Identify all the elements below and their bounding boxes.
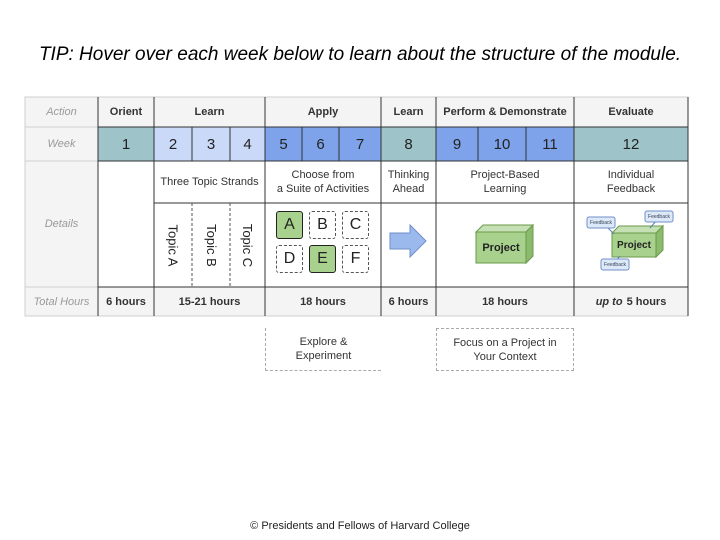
apply-details: Choose from a Suite of Activities (265, 161, 381, 203)
topic-b-label: Topic B (203, 223, 219, 267)
apply-details-line1: Choose from (291, 169, 355, 181)
week-cell-11 (526, 127, 574, 161)
hours-apply: 18 hours (300, 295, 346, 308)
evaluate-details-line2: Feedback (606, 183, 656, 195)
phase-orient: Orient (109, 106, 143, 118)
feedback-bubble-label: Feedback (648, 213, 670, 220)
week-cell-4 (230, 127, 265, 161)
week-10[interactable]: 10 (493, 135, 511, 153)
perform-details-line1: Project-Based (470, 169, 540, 181)
row-label-details: Details (44, 218, 79, 230)
evaluate-details: Individual Feedback (574, 161, 688, 203)
week-12[interactable]: 12 (622, 135, 640, 153)
copyright: © Presidents and Fellows of Harvard Coll… (250, 520, 470, 532)
hours-learn: 15-21 hours (178, 295, 241, 308)
week-4[interactable]: 4 (243, 135, 252, 153)
perform-details-line2: Learning (483, 183, 527, 195)
topic-a-label: Topic A (165, 224, 181, 266)
phase-learn-2: Learn (393, 106, 424, 118)
feedback-project-icon (586, 210, 674, 271)
feedback-bubble-icon (586, 216, 616, 229)
week-cell-3 (192, 127, 230, 161)
activity-e: E (309, 245, 336, 273)
activity-d: D (276, 245, 303, 273)
week-9[interactable]: 9 (452, 135, 462, 153)
week-2[interactable]: 2 (168, 135, 178, 153)
hours-evaluate-prefix: up to (595, 295, 623, 308)
project-box-icon (474, 223, 535, 265)
week-cell-8 (381, 127, 436, 161)
focus-line1: Focus on a Project in (453, 336, 557, 349)
apply-details-line2: a Suite of Activities (276, 183, 370, 195)
row-label-week: Week (47, 138, 76, 150)
week-8[interactable]: 8 (404, 135, 413, 153)
activity-a: A (276, 211, 303, 239)
week-cell-10 (478, 127, 526, 161)
week-cell-7 (339, 127, 381, 161)
topic-a: Topic A (154, 203, 192, 287)
right-arrow-icon (389, 223, 427, 259)
phase-evaluate: Evaluate (608, 106, 654, 118)
week-6[interactable]: 6 (316, 135, 325, 153)
perform-details: Project-Based Learning (436, 161, 574, 203)
activity-b: B (309, 211, 336, 239)
topic-c: Topic C (230, 203, 265, 287)
week-cell-12 (574, 127, 688, 161)
action-row-bg (98, 97, 688, 127)
phase-apply: Apply (307, 106, 339, 118)
row-label-column-bg (25, 97, 98, 316)
week-7[interactable]: 7 (355, 135, 365, 153)
week-cell-2 (154, 127, 192, 161)
learn-details: Three Topic Strands (160, 176, 259, 188)
hours-orient: 6 hours (106, 295, 146, 308)
activity-c: C (342, 211, 369, 239)
week-cell-5 (265, 127, 302, 161)
row-label-total-hours: Total Hours (33, 295, 90, 308)
thinking-ahead-details: Thinking Ahead (381, 161, 436, 203)
topic-b: Topic B (192, 203, 230, 287)
focus-project-box: Focus on a Project in Your Context (436, 328, 574, 371)
thinking-ahead-line2: Ahead (392, 183, 425, 195)
week-cell-1 (98, 127, 154, 161)
row-label-action: Action (46, 106, 77, 118)
feedback-bubble-label: Feedback (590, 219, 612, 226)
topic-c-label: Topic C (240, 223, 256, 267)
thinking-ahead-line1: Thinking (387, 169, 430, 181)
project-label: Project (482, 241, 520, 254)
phase-learn: Learn (194, 106, 225, 118)
feedback-bubble-icon (644, 210, 674, 223)
explore-line2: Experiment (295, 350, 352, 362)
hours-perform: 18 hours (482, 295, 528, 308)
week-5[interactable]: 5 (279, 135, 288, 153)
week-1[interactable]: 1 (121, 135, 131, 153)
hours-learn-2: 6 hours (388, 295, 429, 308)
phase-perform-demonstrate: Perform & Demonstrate (443, 106, 567, 118)
evaluate-details-line1: Individual (607, 169, 655, 181)
week-3[interactable]: 3 (206, 135, 216, 153)
hours-row-bg (98, 287, 688, 316)
feedback-bubble-icon (600, 258, 630, 271)
week-cell-6 (302, 127, 339, 161)
hours-evaluate-value: 5 hours (626, 295, 667, 308)
tip-text: TIP: Hover over each week below to learn… (38, 44, 682, 65)
week-11[interactable]: 11 (542, 135, 558, 153)
activity-f: F (342, 245, 369, 273)
week-cell-9 (436, 127, 478, 161)
feedback-project-label: Project (617, 239, 651, 251)
explore-line1: Explore & (299, 336, 348, 348)
explore-experiment-box: Explore & Experiment (265, 328, 381, 371)
feedback-bubble-label: Feedback (604, 261, 626, 268)
hours-evaluate: up to 5 hours (574, 287, 688, 316)
focus-line2: Your Context (473, 350, 537, 363)
